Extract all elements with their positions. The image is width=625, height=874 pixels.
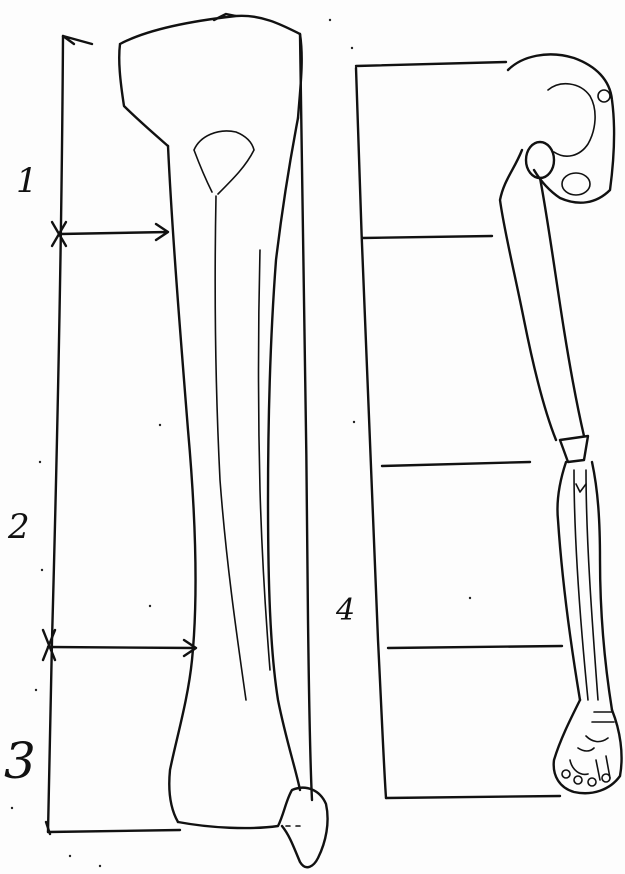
tibia-shaft-left — [168, 146, 195, 822]
division-1-arrow — [60, 224, 168, 240]
lower-leg-tibia — [557, 462, 580, 700]
pelvis-tip — [598, 90, 610, 102]
iliac-detail — [548, 84, 595, 156]
leg-marker-knee — [382, 462, 530, 466]
femoral-head — [526, 142, 554, 178]
division-2-cross — [43, 630, 55, 660]
segment-2-label: 2 — [7, 507, 30, 547]
leg-marker-bottom — [386, 796, 560, 798]
division-2-arrow — [48, 640, 196, 656]
leg-marker-hip — [362, 236, 492, 238]
tibia-measurement-group: 1 2 3 — [4, 36, 196, 834]
segment-4-label: 4 — [335, 593, 355, 628]
toe-4 — [602, 774, 610, 782]
tibia-tuberosity — [194, 131, 254, 194]
obturator-foramen — [562, 173, 590, 195]
tibia-plateau — [119, 14, 301, 146]
tibia-right-reference-line — [300, 34, 312, 800]
tibia-length-line — [48, 36, 63, 832]
tibia-distal-end — [178, 788, 328, 868]
leg-marker-top — [356, 62, 506, 66]
lower-leg-fibula — [592, 462, 612, 710]
toe-3 — [588, 778, 596, 786]
leg-length-line — [356, 68, 386, 798]
patella — [560, 436, 588, 462]
femur — [500, 150, 584, 440]
leg-marker-ankle — [388, 646, 562, 648]
toe-2 — [574, 776, 582, 784]
tibia-top-tick — [63, 36, 92, 44]
knee-mark — [576, 484, 586, 492]
foot-outline — [554, 700, 622, 793]
pelvis-outline — [508, 54, 614, 202]
leg-measurement-group: 4 — [335, 62, 562, 798]
leg-skeleton — [500, 54, 622, 793]
lower-leg-inner — [574, 470, 598, 700]
foot-bones — [570, 712, 614, 780]
tibia-baseline — [46, 822, 180, 834]
tibia-bone — [119, 14, 327, 867]
tibia-ridge — [215, 196, 246, 700]
toe-1 — [562, 770, 570, 778]
segment-3-label: 3 — [4, 732, 36, 790]
paper-specks — [11, 19, 471, 867]
segment-1-label: 1 — [16, 161, 38, 201]
tibia-shaft-right — [268, 118, 300, 790]
